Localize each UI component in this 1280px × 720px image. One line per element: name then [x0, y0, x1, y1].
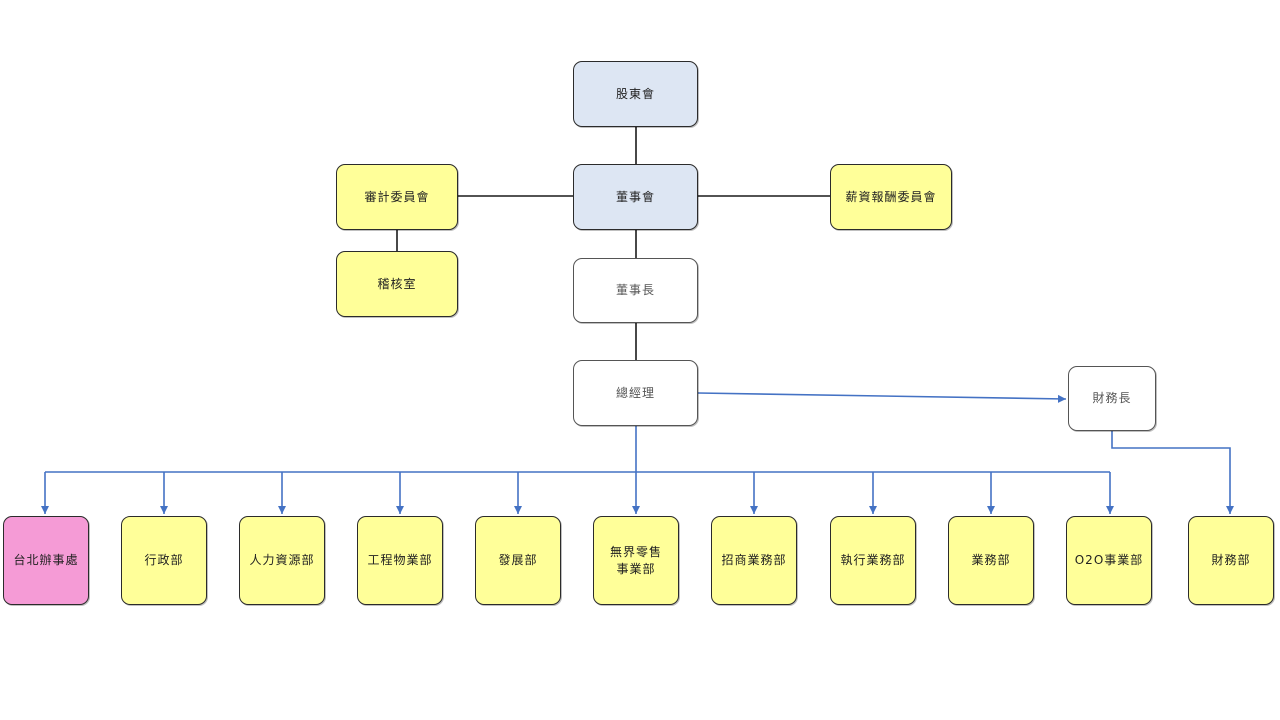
arrow-cfo-finance	[1111, 431, 1234, 514]
dept-hr: 人力資源部	[239, 516, 325, 605]
node-general-manager: 總經理	[573, 360, 698, 426]
dept-execution-business: 執行業務部	[830, 516, 916, 605]
node-compensation-committee: 薪資報酬委員會	[830, 164, 952, 230]
dept-admin: 行政部	[121, 516, 207, 605]
node-board: 董事會	[573, 164, 698, 230]
node-cfo: 財務長	[1068, 366, 1156, 431]
node-audit-committee: 審計委員會	[336, 164, 458, 230]
dept-boundless-retail: 無界零售 事業部	[593, 516, 679, 605]
dept-leasing-business: 招商業務部	[711, 516, 797, 605]
dept-business: 業務部	[948, 516, 1034, 605]
dept-taipei-office: 台北辦事處	[3, 516, 89, 605]
node-shareholders: 股東會	[573, 61, 698, 127]
node-internal-audit: 稽核室	[336, 251, 458, 317]
dept-development: 發展部	[475, 516, 561, 605]
arrow-gm-cfo	[697, 392, 1067, 403]
node-chairman: 董事長	[573, 258, 698, 323]
dept-finance: 財務部	[1188, 516, 1274, 605]
dept-engineering-property: 工程物業部	[357, 516, 443, 605]
dept-o2o: O2O事業部	[1066, 516, 1152, 605]
